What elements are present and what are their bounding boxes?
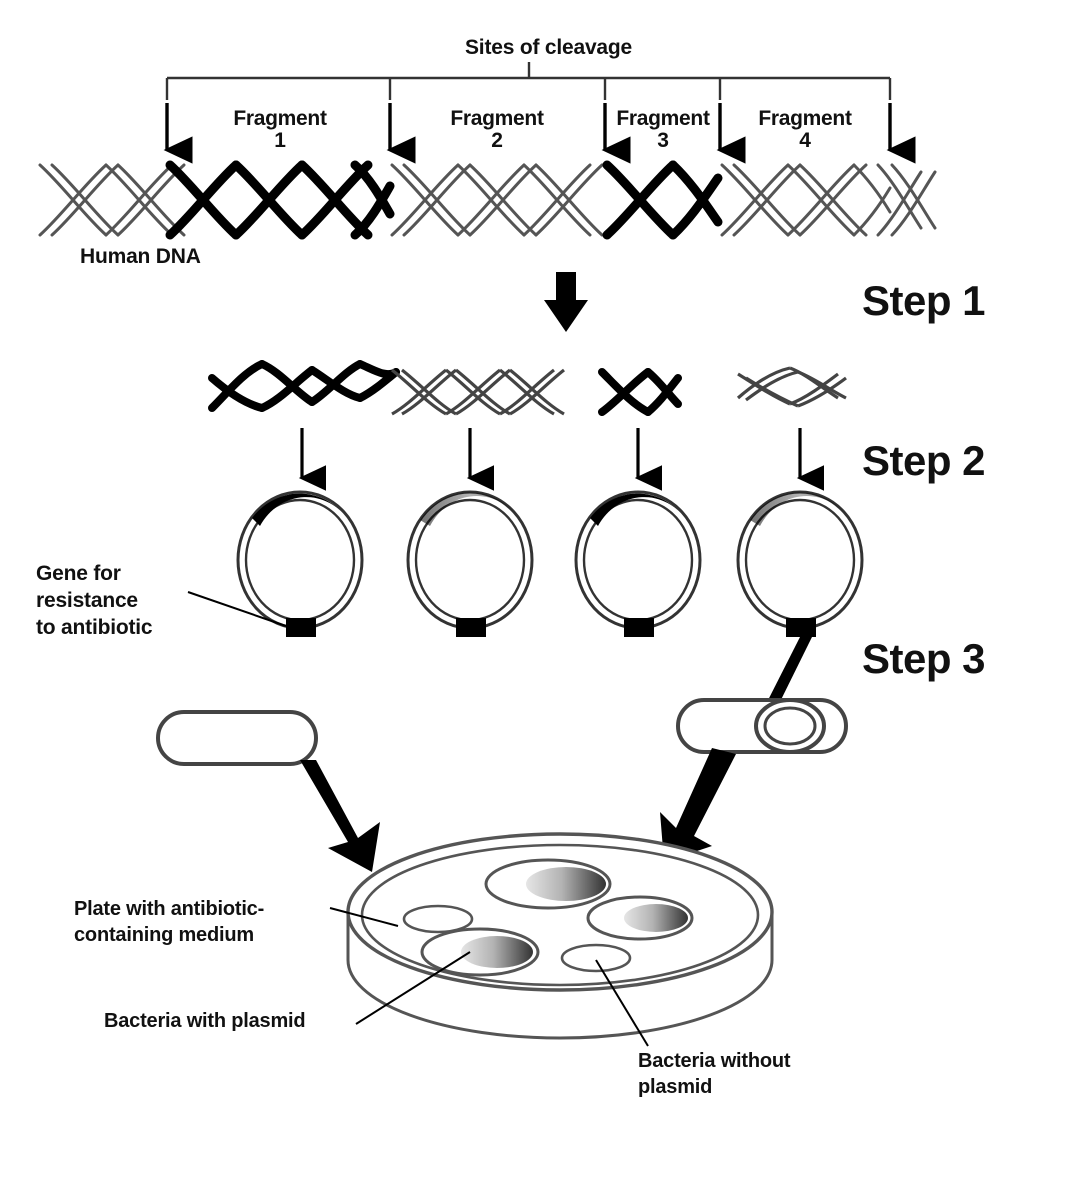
step1-to-step2-arrow: [544, 272, 588, 332]
bacteria-with-plasmid-label: Bacteria with plasmid: [104, 1010, 306, 1032]
dna-segment-fragment-3: [602, 160, 723, 240]
cut-fragment-1: [208, 360, 400, 412]
plasmid-4: [736, 490, 864, 637]
fragment-to-plasmid-arrows: [298, 428, 824, 491]
colony-small-right: [560, 943, 632, 973]
gene-resistance-label-line3: to antibiotic: [36, 616, 153, 639]
plasmid-2: [406, 490, 534, 637]
fragment-3-name: Fragment: [616, 107, 710, 130]
gene-label-leader: [187, 591, 287, 627]
petri-plate: [329, 832, 774, 1047]
cleavage-bracket: [165, 62, 892, 100]
cleavage-arrows: [163, 103, 916, 164]
colony-large-right: [586, 895, 694, 941]
cut-fragment-3: [598, 368, 682, 416]
plasmid-1: [236, 490, 364, 637]
fragment-1-name: Fragment: [233, 107, 327, 130]
dna-segment-fragment-4: [720, 163, 892, 237]
step-2-label: Step 2: [862, 437, 986, 484]
step-1-label: Step 1: [862, 277, 986, 324]
plasmid-3: [574, 490, 702, 637]
cut-fragment-2: [391, 368, 565, 416]
human-dna-helix: [38, 160, 937, 240]
fragment-3-number: 3: [657, 129, 669, 152]
gene-resistance-label-line1: Gene for: [36, 562, 121, 585]
plate-label-line1: Plate with antibiotic-: [74, 898, 265, 920]
dna-segment-fragment-2: [390, 163, 604, 237]
gene-resistance-label-line2: resistance: [36, 589, 138, 612]
resistance-gene-marker: [456, 618, 486, 637]
bacterium-with-plasmid: [676, 698, 848, 754]
bacteria-to-plate-arrow-left: [300, 760, 380, 872]
bacteria-without-plasmid-label-line2: plasmid: [638, 1076, 713, 1098]
human-dna-label: Human DNA: [80, 245, 201, 268]
dna-segment-light-right: [876, 163, 937, 237]
fragment-1-number: 1: [274, 129, 286, 152]
colony-large-bottom-left: [420, 927, 540, 977]
plasmid-to-bacterium-connector: [762, 637, 812, 718]
colony-small-left: [402, 904, 474, 934]
fragment-4-name: Fragment: [758, 107, 852, 130]
bacteria-without-plasmid-label-line1: Bacteria without: [638, 1050, 791, 1072]
step-3-label: Step 3: [862, 635, 986, 682]
fragment-2-name: Fragment: [450, 107, 544, 130]
dna-segment-fragment-1: [165, 160, 395, 240]
dna-segment-light-left: [38, 163, 186, 237]
sites-of-cleavage-label: Sites of cleavage: [465, 36, 633, 59]
colony-large-top: [484, 858, 612, 910]
fragment-2-number: 2: [491, 129, 503, 152]
fragment-4-number: 4: [799, 129, 811, 152]
resistance-gene-marker: [786, 618, 816, 637]
bacteria-to-plate-arrow-right: [660, 748, 736, 862]
bacterium-without-plasmid: [156, 710, 318, 766]
plate-label-line2: containing medium: [74, 924, 254, 946]
plate-label-leaders: [329, 907, 649, 1047]
cut-fragment-4: [736, 366, 847, 408]
resistance-gene-marker: [624, 618, 654, 637]
resistance-gene-marker: [286, 618, 316, 637]
